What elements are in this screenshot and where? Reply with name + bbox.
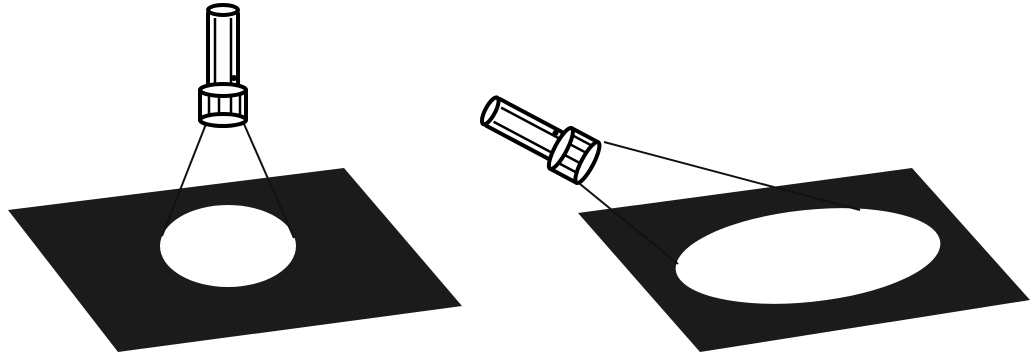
- left-light-spot: [160, 205, 296, 287]
- flashlight-icon: [475, 88, 603, 185]
- flashlight-icon: [200, 5, 246, 126]
- panel-tilted: [475, 88, 1030, 352]
- panel-vertical: [8, 5, 462, 352]
